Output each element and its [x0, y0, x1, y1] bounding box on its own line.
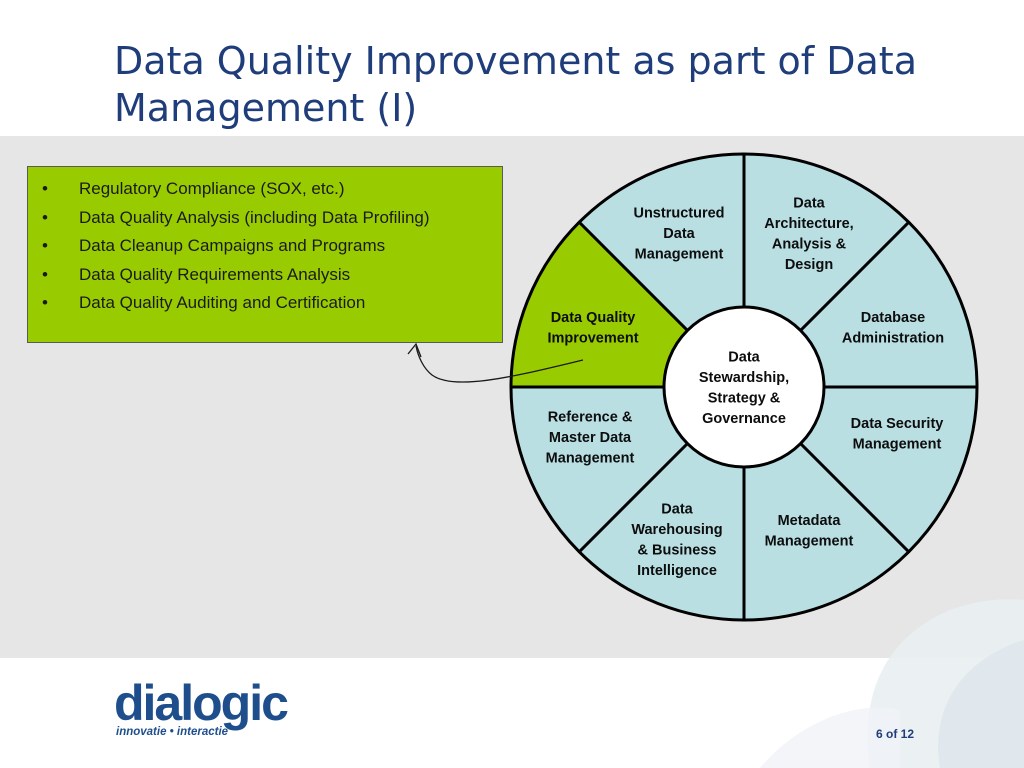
bullet-item: • Data Quality Requirements Analysis: [42, 261, 502, 290]
bullet-text: Data Quality Analysis (including Data Pr…: [79, 207, 430, 227]
bullet-symbol: •: [42, 179, 48, 198]
bullet-item: • Data Cleanup Campaigns and Programs: [42, 232, 502, 261]
logo-tagline: innovatie • interactie: [116, 726, 229, 738]
bullet-symbol: •: [42, 293, 48, 312]
bullet-text: Data Cleanup Campaigns and Programs: [79, 236, 386, 255]
dialogic-logo: dialogic innovatie • interactie: [114, 675, 314, 740]
bullet-symbol: •: [42, 264, 48, 284]
wheel-center: [662, 305, 826, 469]
background-decoration: [760, 599, 1024, 768]
slide-title: Data Quality Improvement as part of Data…: [114, 39, 917, 130]
wheel-rim: [509, 152, 979, 622]
bullet-list: • Regulatory Compliance (SOX, etc.) • Data…: [28, 167, 502, 318]
bullet-text: Data Quality Auditing and Certification: [79, 293, 366, 312]
arrow-head-icon: [407, 342, 422, 358]
logo-wordmark: dialogic: [114, 675, 289, 731]
bullet-box: • Regulatory Compliance (SOX, etc.) • Data…: [27, 166, 503, 343]
connector-arrow: [415, 345, 584, 383]
bullet-item: • Data Quality Analysis (including Data P…: [42, 204, 502, 233]
bullet-symbol: •: [42, 236, 48, 255]
bullet-text: Data Quality Requirements Analysis: [79, 264, 351, 284]
bullet-item: • Data Quality Auditing and Certification: [42, 289, 502, 318]
page-number: 6 of 12: [876, 727, 915, 741]
bullet-symbol: •: [42, 207, 48, 227]
bullet-text: Regulatory Compliance (SOX, etc.): [79, 179, 345, 198]
bullet-item: • Regulatory Compliance (SOX, etc.): [42, 175, 502, 204]
